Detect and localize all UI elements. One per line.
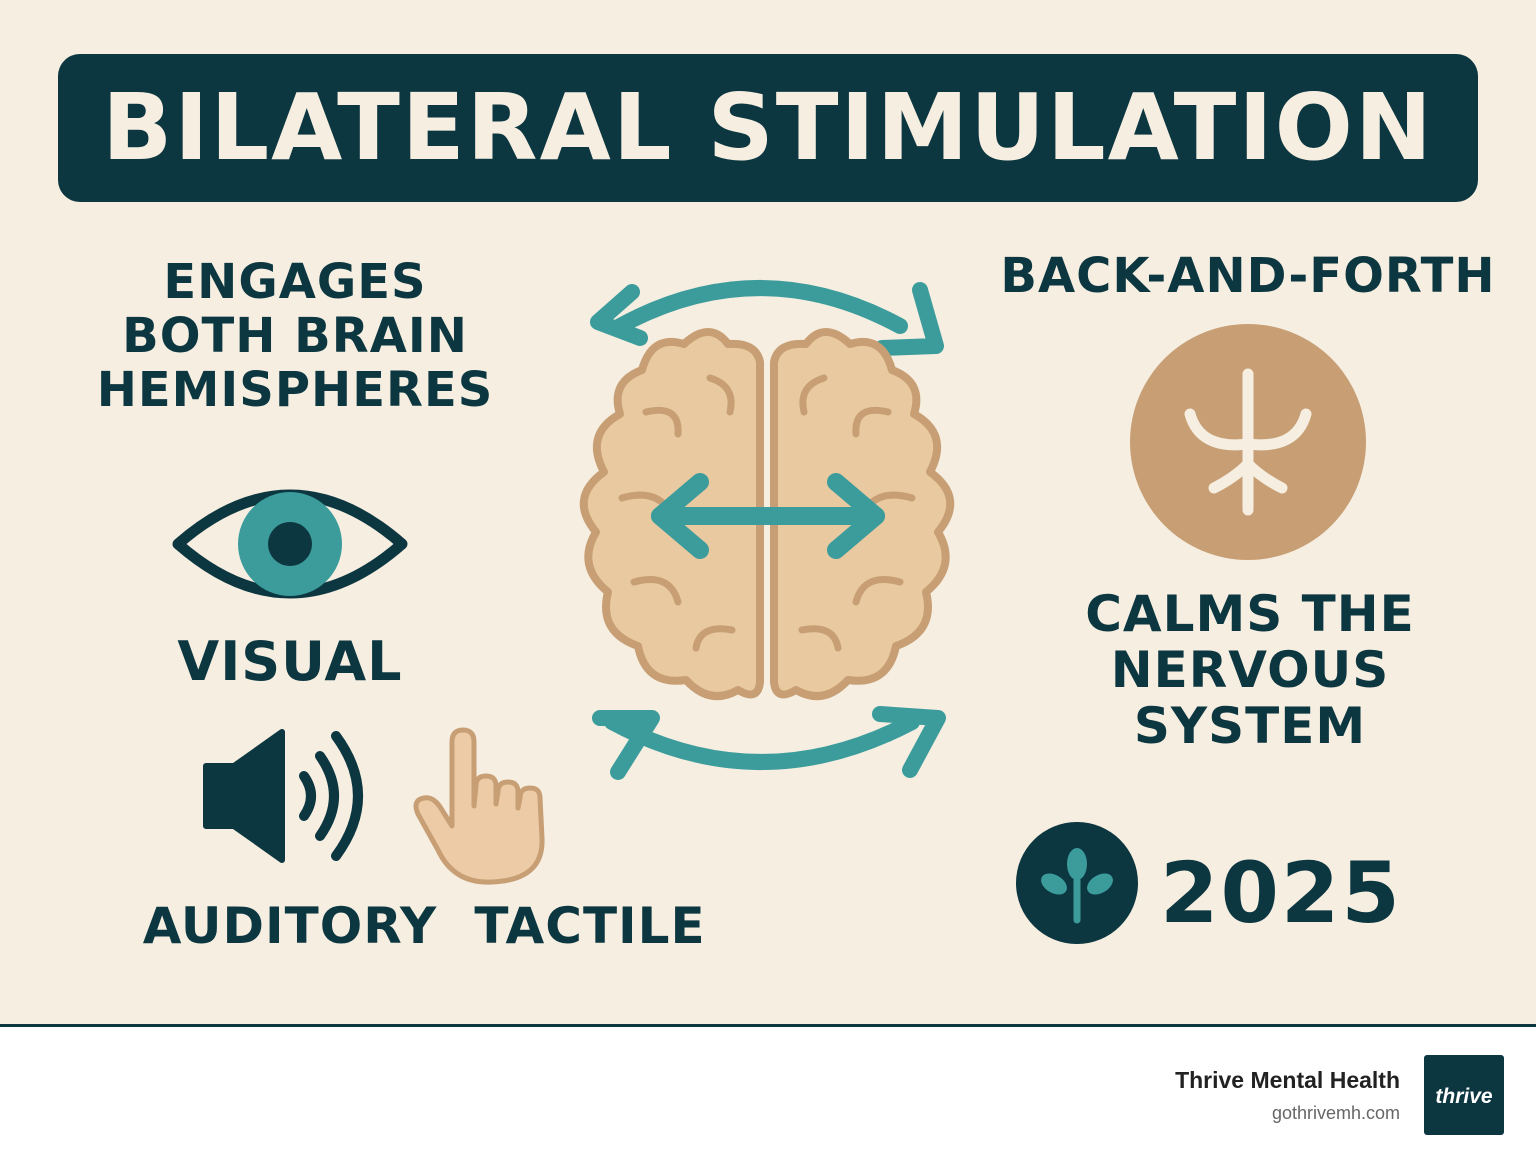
back-and-forth-label: BACK-AND-FORTH — [1000, 248, 1496, 304]
engages-label: ENGAGES BOTH BRAIN HEMISPHERES — [96, 254, 494, 418]
calms-label: CALMS THE NERVOUS SYSTEM — [1085, 585, 1415, 755]
infographic: BILATERAL STIMULATION ENGAGES BOTH BRAIN… — [58, 54, 1496, 955]
curved-arrow-icon — [590, 280, 944, 356]
brand-name: Thrive Mental Health — [1175, 1067, 1400, 1093]
thrive-logo: thrive — [1424, 1055, 1504, 1135]
thrive-logo-mark: thrive — [1435, 1085, 1493, 1108]
thrive-logo-text: thrive — [1435, 1085, 1493, 1108]
title-banner: BILATERAL STIMULATION — [58, 54, 1478, 202]
speaker-icon — [203, 729, 363, 863]
brand-url[interactable]: gothrivemh.com — [1271, 1103, 1400, 1123]
footer: Thrive Mental Health gothrivemh.com thri… — [0, 1024, 1536, 1154]
nerve-icon — [1130, 324, 1366, 560]
auditory-label: AUDITORY — [142, 897, 438, 955]
tactile-label: TACTILE — [474, 897, 706, 955]
double-arrow-icon — [651, 473, 885, 559]
page-title: BILATERAL STIMULATION — [102, 74, 1434, 181]
year-label: 2025 — [1160, 844, 1402, 942]
sprout-icon — [1016, 822, 1138, 944]
eye-icon — [172, 489, 408, 599]
curved-arrow-icon — [592, 706, 946, 780]
brain-graphic — [579, 280, 955, 780]
visual-label: VISUAL — [177, 630, 403, 693]
hand-pointer-icon — [413, 727, 545, 885]
